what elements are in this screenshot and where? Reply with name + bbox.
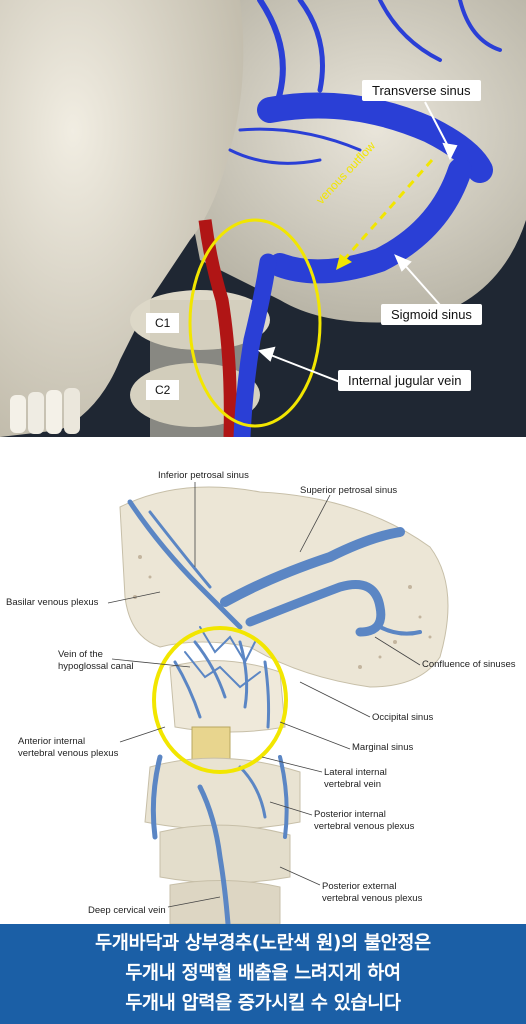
label-anterior-line1: Anterior internal <box>18 736 86 747</box>
caption-line-3: 두개내 압력을 증가시킬 수 있습니다 <box>125 993 401 1014</box>
flow-arrow <box>340 159 434 263</box>
teeth <box>10 388 80 434</box>
label-confluence-of-sinuses: Confluence of sinuses <box>422 659 516 670</box>
label-superior-petrosal-sinus: Superior petrosal sinus <box>300 485 398 496</box>
label-lateral-line1: Lateral internal <box>324 767 387 778</box>
top-illustration-graphic <box>0 0 526 437</box>
label-hypoglossal-line1: Vein of the <box>58 649 103 660</box>
skull <box>0 0 244 437</box>
label-occipital-sinus: Occipital sinus <box>372 712 434 723</box>
label-posterior-external-line1: Posterior external <box>322 881 397 892</box>
bottom-illustration-graphic <box>107 482 449 924</box>
label-anterior-line2: vertebral venous plexus <box>18 748 119 759</box>
label-posterior-internal-line1: Posterior internal <box>314 809 386 820</box>
c2-label: C2 <box>146 380 180 400</box>
transverse-sinus-label: Transverse sinus <box>362 80 481 101</box>
caption-line-1: 두개바닥과 상부경추(노란색 원)의 불안정은 <box>95 933 431 954</box>
artery <box>198 219 237 437</box>
flow-arrowhead <box>336 254 352 270</box>
label-basilar-venous-plexus: Basilar venous plexus <box>6 597 99 608</box>
highlight-circle-bottom <box>152 626 288 774</box>
label-deep-cervical-vein: Deep cervical vein <box>88 905 166 916</box>
caption-banner: 두개바닥과 상부경추(노란색 원)의 불안정은 두개내 정맥혈 배출을 느려지게… <box>0 924 526 1024</box>
vein-network <box>127 499 422 924</box>
c1-label: C1 <box>146 313 180 333</box>
top-leader-lines <box>257 101 458 383</box>
highlight-ellipse-top <box>188 218 322 428</box>
internal-jugular-label: Internal jugular vein <box>338 370 472 391</box>
label-hypoglossal-line2: hypoglossal canal <box>58 661 134 672</box>
label-posterior-internal-line2: vertebral venous plexus <box>314 821 415 832</box>
bottom-leader-lines <box>107 482 421 908</box>
bottom-anatomy-illustration: Inferior petrosal sinus Superior petrosa… <box>0 437 526 924</box>
top-3d-illustration: venous outflow Transverse sinus Sigmoid … <box>0 0 526 437</box>
label-lateral-line2: vertebral vein <box>324 779 382 790</box>
label-marginal-sinus: Marginal sinus <box>352 742 414 753</box>
label-posterior-external-line2: vertebral venous plexus <box>322 893 423 904</box>
sigmoid-sinus-label: Sigmoid sinus <box>381 304 482 325</box>
label-inferior-petrosal-sinus: Inferior petrosal sinus <box>158 470 249 481</box>
venous-network <box>228 0 502 437</box>
caption-line-2: 두개내 정맥혈 배출을 느려지게 하여 <box>125 963 401 984</box>
